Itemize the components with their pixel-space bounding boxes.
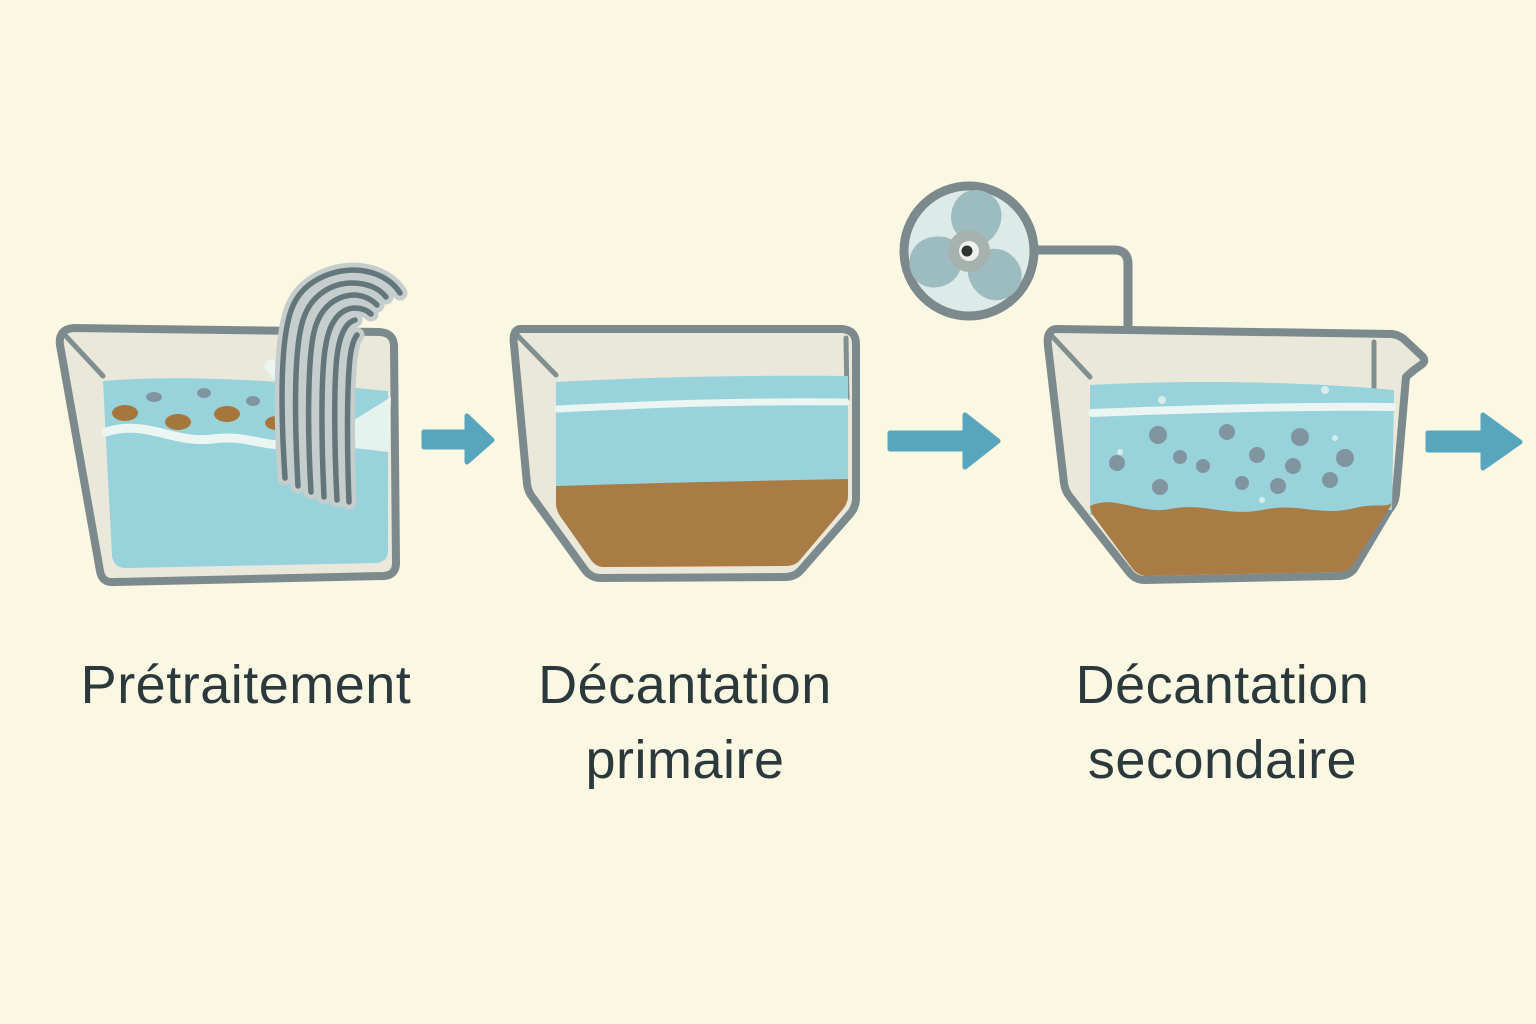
outlet-arrow-icon xyxy=(1425,412,1523,471)
surface-line xyxy=(554,398,850,413)
flow-arrow-icon xyxy=(887,412,1001,470)
bar-screen-icon xyxy=(274,262,408,510)
tank-inner-edge xyxy=(513,331,559,378)
stage-label-line: primaire xyxy=(585,729,785,790)
stage-label-pretraitement: Prétraitement xyxy=(36,648,456,723)
stage-label-line: Décantation xyxy=(1075,655,1370,715)
tank-inner-edge xyxy=(1047,331,1093,380)
surface-line xyxy=(1088,402,1396,417)
stage-label-decantation-primaire: Décantation primaire xyxy=(485,648,885,797)
stage-label-decantation-secondaire: Décantation secondaire xyxy=(1020,648,1425,797)
suspended-flocs xyxy=(1109,386,1354,503)
stage-label-line: Prétraitement xyxy=(80,655,412,715)
tank-inner-edge xyxy=(60,330,106,379)
tank-water xyxy=(1090,382,1394,515)
secondary-settling-tank xyxy=(1043,325,1429,584)
primary-settling-tank xyxy=(509,325,860,582)
aerator-fan-icon xyxy=(899,181,1133,341)
settled-sludge xyxy=(1090,502,1392,576)
settled-sludge xyxy=(556,479,848,567)
flow-arrow-icon xyxy=(421,413,495,465)
pretreatment-tank xyxy=(55,262,408,587)
stage-label-line: Décantation xyxy=(538,655,832,715)
air-pipe xyxy=(1033,245,1133,341)
stage-label-line: secondaire xyxy=(1087,729,1358,790)
